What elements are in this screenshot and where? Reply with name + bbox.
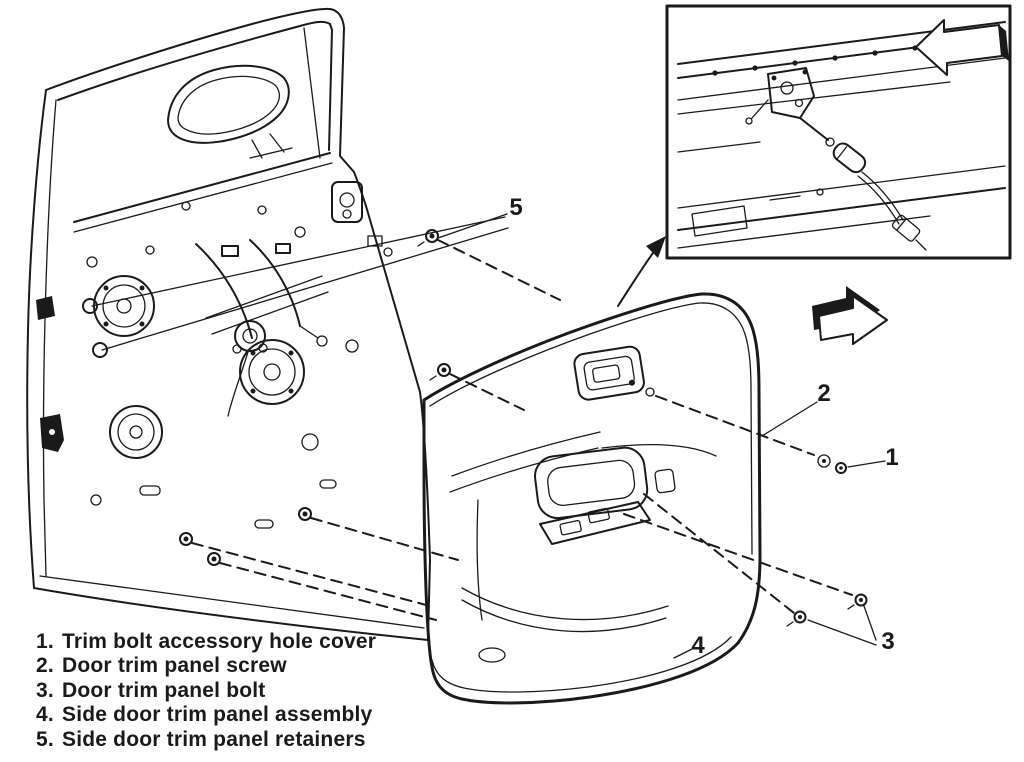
callout-number-3: 3	[881, 628, 895, 655]
door-shell	[26, 7, 431, 641]
window-regulator	[195, 181, 393, 417]
trim-screw	[817, 454, 831, 468]
curved-arrow-icon	[617, 236, 666, 307]
callout-number-5: 5	[509, 194, 523, 221]
door-handle-bezel	[573, 345, 645, 401]
legend-item-3: 3. Door trim panel bolt	[36, 679, 376, 703]
legend-item-text: Side door trim panel retainers	[62, 727, 366, 751]
trim-panel	[422, 292, 762, 705]
callout-leader-lines	[91, 213, 886, 659]
legend-item-number: 4.	[36, 703, 54, 727]
fastener-axis-guides	[191, 239, 853, 621]
legend-item-5: 5. Side door trim panel retainers	[36, 728, 376, 752]
callout-number-1: 1	[885, 444, 899, 471]
trim-bolt	[847, 593, 868, 610]
inset-latch-cable-mechanism	[745, 67, 927, 251]
inset-direction-arrow-icon	[915, 19, 1009, 76]
parts-legend: 1. Trim bolt accessory hole cover 2. Door …	[36, 630, 376, 752]
callout-number-4: 4	[691, 632, 705, 659]
legend-item-text: Door trim panel bolt	[62, 678, 266, 702]
legend-item-4: 4. Side door trim panel assembly	[36, 703, 376, 727]
legend-item-number: 3.	[36, 678, 54, 702]
legend-item-text: Trim bolt accessory hole cover	[62, 630, 377, 653]
trim-bolt	[786, 610, 807, 627]
inset-structure	[677, 21, 1006, 249]
retainer-fastener	[429, 363, 451, 381]
legend-item-number: 5.	[36, 727, 54, 751]
legend-item-number: 1.	[36, 630, 54, 653]
hole-cover	[835, 462, 847, 474]
retainer-fastener	[298, 507, 312, 521]
legend-item-text: Side door trim panel assembly	[62, 703, 373, 727]
door-speakers	[93, 275, 305, 459]
legend-item-1: 1. Trim bolt accessory hole cover	[36, 630, 376, 654]
inset-detail-box	[665, 4, 1012, 260]
legend-item-number: 2.	[36, 654, 54, 678]
retainer-fastener	[207, 552, 221, 566]
direction-arrow-icon	[812, 286, 888, 345]
legend-item-text: Door trim panel screw	[62, 654, 287, 678]
retainer-fastener	[417, 229, 439, 247]
armrest	[449, 431, 717, 545]
door-holes	[82, 201, 359, 529]
panel-lower-pocket	[461, 499, 669, 663]
side-mirror	[167, 64, 293, 159]
door-hinges	[36, 296, 64, 452]
fasteners	[179, 229, 868, 627]
callout-number-2: 2	[817, 380, 831, 407]
legend-item-2: 2. Door trim panel screw	[36, 654, 376, 678]
retainer-fastener	[179, 532, 193, 546]
